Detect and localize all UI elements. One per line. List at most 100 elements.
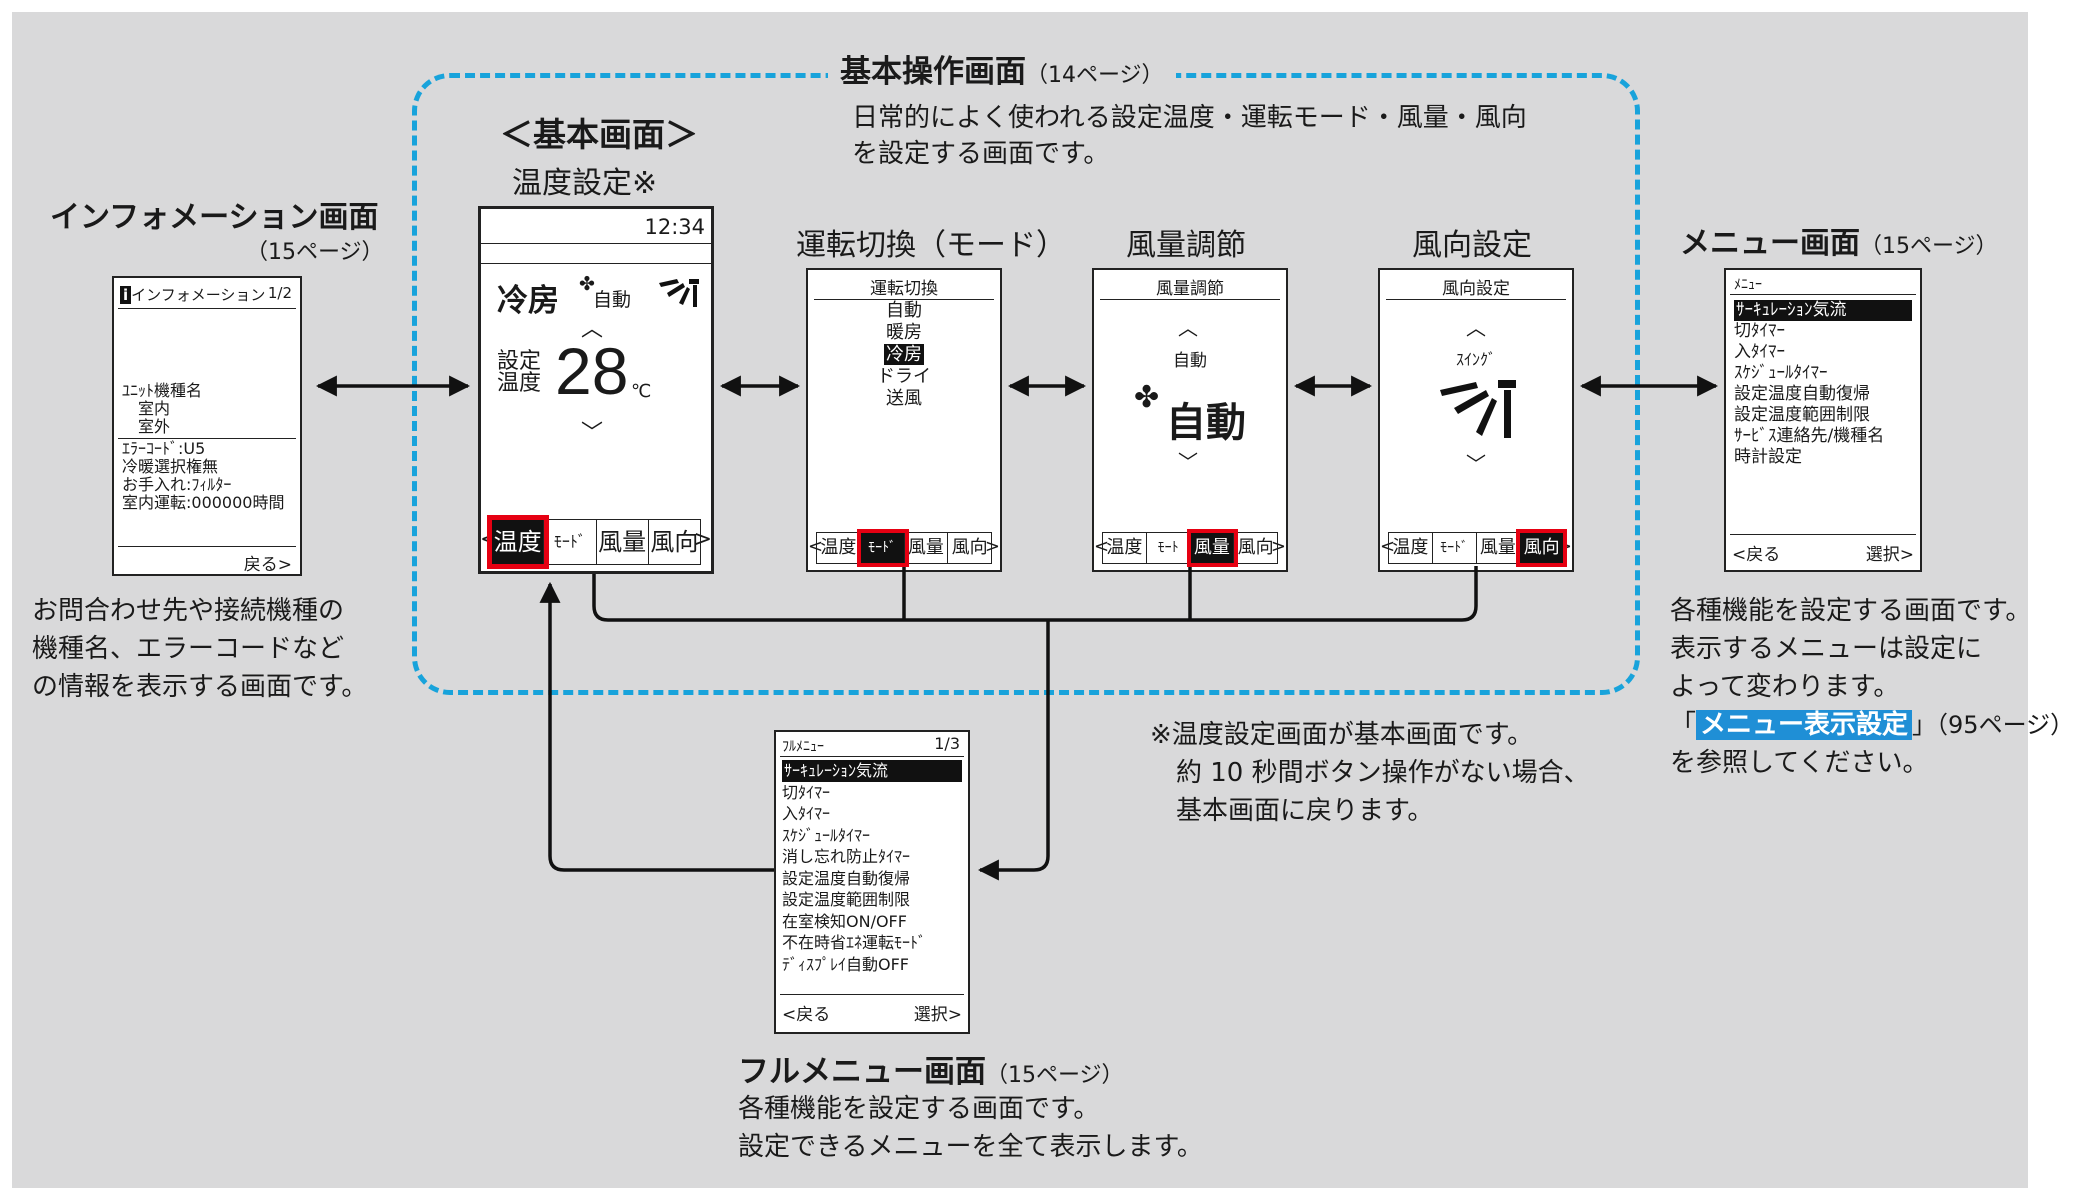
full-menu-screen: ﾌﾙﾒﾆｭｰ 1/3 ｻｰｷｭﾚｰｼｮﾝ気流 切ﾀｲﾏｰ 入ﾀｲﾏｰ ｽｹｼﾞｭ… [774, 730, 970, 1034]
tab-fan[interactable]: 風量 [905, 533, 949, 563]
menu-item[interactable]: 時計設定 [1734, 447, 1802, 467]
direction-label: ｽｲﾝｸﾞ [1455, 350, 1496, 369]
tab-temperature[interactable]: 温度 [1389, 533, 1433, 563]
info-screen-page: 1/2 [267, 284, 292, 302]
fan-title: 風量調節 [1126, 228, 1246, 263]
tab-temperature[interactable]: 温度 [817, 533, 861, 563]
menu-item[interactable]: 設定温度範囲制限 [1734, 405, 1870, 425]
louver-icon [659, 279, 699, 307]
full-menu-desc-line: 各種機能を設定する画面です。 [738, 1094, 1100, 1124]
basic-screen-heading: ＜基本画面＞ [500, 115, 698, 154]
menu-title-block: メニュー画面（15ページ） [1680, 218, 1998, 262]
full-menu-item[interactable]: 切ﾀｲﾏｰ [782, 782, 831, 802]
full-menu-description: 各種機能を設定する画面です。 設定できるメニューを全て表示します。 [738, 1090, 1203, 1166]
full-menu-page: 1/3 [934, 734, 960, 753]
full-menu-back-button[interactable]: <戻る [782, 1005, 831, 1025]
fan-screen-header: 風量調節 [1100, 274, 1280, 300]
info-desc-line: 機種名、エラーコードなど [32, 634, 345, 664]
full-menu-item[interactable]: ｽｹｼﾞｭｰﾙﾀｲﾏｰ [782, 825, 871, 845]
mode-screen-header: 運転切換 [814, 274, 994, 300]
fan-screen: 風量調節 ︿ 自動 ✤ 自動 ﹀ 温度 ﾓｰﾄ 風量 風向 < > [1092, 268, 1288, 572]
diagram-background [12, 12, 2028, 1188]
full-menu-select-button[interactable]: 選択> [913, 1005, 962, 1025]
menu-item[interactable]: 入ﾀｲﾏｰ [1734, 342, 1785, 362]
tab-temperature[interactable]: 温度 [486, 515, 550, 569]
menu-screen: ﾒﾆｭｰ ｻｰｷｭﾚｰｼｮﾝ気流 切ﾀｲﾏｰ 入ﾀｲﾏｰ ｽｹｼﾞｭｰﾙﾀｲﾏｰ… [1724, 268, 1922, 572]
tab-left-arrow[interactable]: < [1094, 536, 1110, 557]
menu-desc-line: 表示するメニューは設定に [1670, 634, 1983, 664]
tab-fan[interactable]: 風量 [1186, 529, 1239, 567]
mode-item[interactable]: 送風 [886, 388, 922, 409]
fan-level-label: 自動 [1173, 351, 1207, 371]
note-line: 約 10 秒間ボタン操作がない場合、 [1150, 758, 1590, 788]
full-menu-item[interactable]: 設定温度自動復帰 [782, 868, 911, 888]
menu-item[interactable]: ｽｹｼﾞｭｰﾙﾀｲﾏｰ [1734, 363, 1828, 383]
menu-item[interactable]: ｻｰﾋﾞｽ連絡先/機種名 [1734, 426, 1885, 446]
tab-direction[interactable]: 風向 [1516, 529, 1567, 567]
tab-right-arrow[interactable]: > [693, 527, 712, 552]
menu-list: ｻｰｷｭﾚｰｼｮﾝ気流 切ﾀｲﾏｰ 入ﾀｲﾏｰ ｽｹｼﾞｭｰﾙﾀｲﾏｰ 設定温度… [1734, 300, 1912, 468]
tab-fan[interactable]: 風量 [597, 520, 649, 564]
menu-item[interactable]: 切ﾀｲﾏｰ [1734, 321, 1785, 341]
tab-left-arrow[interactable]: < [808, 536, 824, 557]
tab-direction[interactable]: 風向 [951, 537, 988, 558]
tab-mode[interactable]: ﾓｰﾄﾞ [1433, 533, 1477, 563]
menu-select-button[interactable]: 選択> [1865, 545, 1914, 565]
tab-right-arrow[interactable]: > [984, 536, 1000, 557]
full-menu-item[interactable]: 入ﾀｲﾏｰ [782, 804, 831, 823]
temp-unit: ℃ [631, 381, 652, 402]
full-menu-title: フルメニュー画面 [738, 1054, 986, 1090]
info-line: ﾕﾆｯﾄ機種名 [122, 381, 203, 400]
info-line: お手入れ:ﾌｨﾙﾀｰ [122, 475, 232, 494]
info-desc-line: お問合わせ先や接続機種の [32, 596, 345, 626]
tab-bus-lines [539, 566, 1478, 881]
info-line: 室内 [122, 399, 171, 418]
menu-desc-line: を参照してください。 [1670, 748, 1929, 778]
direction-tab-bar: 温度 ﾓｰﾄﾞ 風量 風向 [1388, 529, 1567, 567]
menu-reference: 「メニュー表示設定」（95ページ） [1670, 710, 2074, 740]
mode-item-selected[interactable]: 冷房 [884, 344, 924, 365]
mode-item[interactable]: 暖房 [886, 322, 922, 343]
menu-item-selected[interactable]: ｻｰｷｭﾚｰｼｮﾝ気流 [1734, 300, 1912, 321]
fan-level-big: 自動 [1166, 400, 1246, 446]
tab-mode[interactable]: ﾓｰﾄ [1147, 533, 1191, 563]
info-icon: i [120, 286, 132, 304]
full-menu-item[interactable]: 不在時省ｴﾈ運転ﾓｰﾄﾞ [782, 933, 927, 952]
direction-up-icon: ︿ [1466, 316, 1486, 340]
full-menu-item[interactable]: 消し忘れ防止ﾀｲﾏｰ [782, 847, 911, 866]
info-page: （15ページ） [246, 240, 384, 265]
full-menu-item[interactable]: 設定温度範囲制限 [782, 890, 911, 909]
menu-display-setting-link[interactable]: メニュー表示設定 [1696, 710, 1913, 740]
tab-direction[interactable]: 風向 [1237, 537, 1274, 558]
full-menu-item[interactable]: 在室検知ON/OFF [782, 911, 907, 931]
menu-item[interactable]: 設定温度自動復帰 [1734, 384, 1870, 404]
fan-tab-bar: 温度 ﾓｰﾄ 風量 風向 [1102, 529, 1278, 567]
tab-mode[interactable]: ﾓｰﾄﾞ [856, 529, 909, 567]
note: ※温度設定画面が基本画面です。 約 10 秒間ボタン操作がない場合、 基本画面に… [1150, 716, 1590, 830]
tab-fan[interactable]: 風量 [1477, 533, 1521, 563]
temp-up-icon: ︿ [581, 317, 604, 342]
mode-item[interactable]: ドライ [877, 366, 931, 387]
full-menu-item-selected[interactable]: ｻｰｷｭﾚｰｼｮﾝ気流 [782, 760, 962, 782]
direction-title: 風向設定 [1412, 228, 1532, 263]
menu-back-button[interactable]: <戻る [1732, 545, 1781, 565]
direction-screen: 風向設定 ︿ ｽｲﾝｸﾞ ﹀ 温度 ﾓｰﾄﾞ 風量 風向 < > [1378, 268, 1574, 572]
tab-bus [592, 566, 1478, 622]
basic-screen-subheading: 温度設定※ [512, 166, 658, 201]
mode-screen: 運転切換 自動 暖房 冷房 ドライ 送風 温度 ﾓｰﾄﾞ 風量 風向 < > [806, 268, 1002, 572]
mode-item[interactable]: 自動 [886, 300, 922, 321]
tab-mode[interactable]: ﾓｰﾄﾞ [544, 520, 597, 564]
fan-down-icon: ﹀ [1178, 450, 1198, 474]
tab-left-arrow[interactable]: < [1380, 536, 1396, 557]
info-line: 冷暖選択権無 [122, 457, 219, 476]
tab-direction[interactable]: 風向 [650, 528, 699, 556]
info-back-button[interactable]: 戻る> [243, 555, 292, 575]
info-line: ｴﾗｰｺｰﾄﾞ:U5 [122, 439, 206, 458]
full-menu-screen-header: ﾌﾙﾒﾆｭｰ [782, 739, 824, 755]
tab-right-arrow[interactable]: > [1270, 536, 1286, 557]
tab-temperature[interactable]: 温度 [1103, 533, 1147, 563]
temp-down-icon: ﹀ [581, 421, 604, 446]
full-menu-item[interactable]: ﾃﾞｨｽﾌﾟﾚｲ自動OFF [782, 954, 910, 974]
